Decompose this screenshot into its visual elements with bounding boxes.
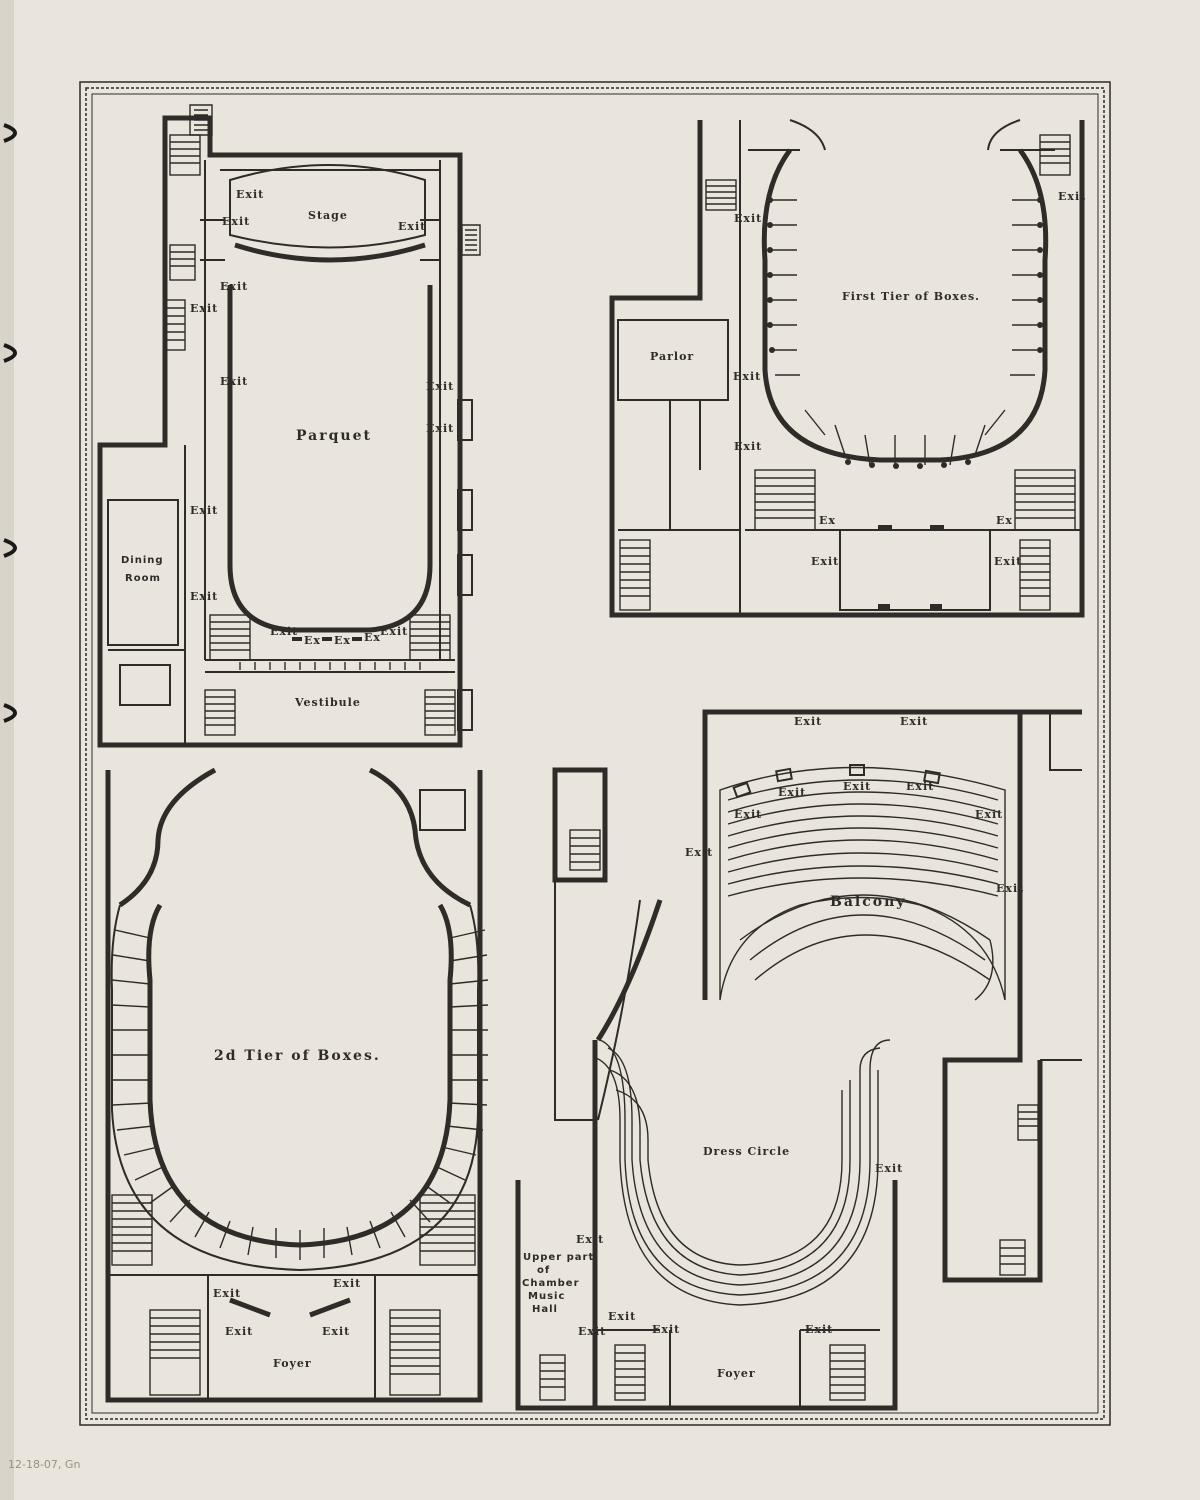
exit-label: Exit — [333, 1277, 361, 1290]
foyer-label: Foyer — [273, 1357, 312, 1370]
exit-label: Exit — [225, 1325, 253, 1338]
exit-label: Exit — [734, 808, 762, 821]
page-edge — [0, 0, 14, 1500]
page-border — [79, 81, 1111, 1426]
exit-label: Exit — [811, 555, 839, 568]
exit-label: Exit — [190, 590, 218, 603]
exit-label: Exit — [794, 715, 822, 728]
exit-label: Exit — [576, 1233, 604, 1246]
exit-label: Exit — [426, 422, 454, 435]
exit-label: Exit — [222, 215, 250, 228]
second-tier-label: 2d Tier of Boxes. — [214, 1048, 381, 1064]
exit-label: Exit — [734, 440, 762, 453]
ex-label: Ex — [304, 634, 321, 647]
exit-label: Exit — [190, 302, 218, 315]
exit-label: Exit — [875, 1162, 903, 1175]
exit-label: Exit — [805, 1323, 833, 1336]
pencil-catalog-note: 12-18-07, Gn — [8, 1458, 80, 1471]
exit-label: Exit — [398, 220, 426, 233]
exit-label: Exit — [578, 1325, 606, 1338]
exit-label: Exit — [380, 625, 408, 638]
balcony-label: Balcony — [830, 894, 906, 910]
exit-label: Exit — [270, 625, 298, 638]
exit-label: Exit — [733, 370, 761, 383]
second-tier-plan: 2d Tier of Boxes. Foyer Exit Exit Exit E… — [105, 767, 489, 1403]
exit-label: Exit — [996, 882, 1024, 895]
exit-label: Exit — [685, 846, 713, 859]
exit-label: Exit — [734, 212, 762, 225]
ex-label: Ex — [819, 514, 836, 527]
exit-label: Exit — [994, 555, 1022, 568]
stage-label: Stage — [308, 209, 348, 222]
exit-label: Exit — [1058, 190, 1086, 203]
parquet-label: Parquet — [296, 428, 372, 444]
ex-label: Ex — [364, 631, 381, 644]
first-tier-label: First Tier of Boxes. — [842, 290, 980, 303]
binding-rings — [3, 123, 17, 723]
exit-label: Exit — [608, 1310, 636, 1323]
ex-label: Ex — [334, 634, 351, 647]
exit-label: Exit — [220, 280, 248, 293]
exit-label: Exit — [220, 375, 248, 388]
exit-label: Exit — [236, 188, 264, 201]
exit-label: Exit — [843, 780, 871, 793]
exit-label: Exit — [900, 715, 928, 728]
ex-label: Ex — [996, 514, 1013, 527]
exit-label: Exit — [652, 1323, 680, 1336]
dress-circle-label: Dress Circle — [703, 1145, 790, 1158]
vestibule-label: Vestibule — [294, 696, 361, 709]
foyer-label: Foyer — [717, 1367, 756, 1380]
exit-label: Exit — [213, 1287, 241, 1300]
exit-label: Exit — [778, 786, 806, 799]
exit-label: Exit — [975, 808, 1003, 821]
first-tier-plan: First Tier of Boxes. Parlor Exit Exit Ex… — [609, 119, 1086, 618]
exit-label: Exit — [190, 504, 218, 517]
parlor-label: Parlor — [650, 350, 694, 363]
exit-label: Exit — [322, 1325, 350, 1338]
exit-label: Exit — [426, 380, 454, 393]
exit-label: Exit — [906, 780, 934, 793]
